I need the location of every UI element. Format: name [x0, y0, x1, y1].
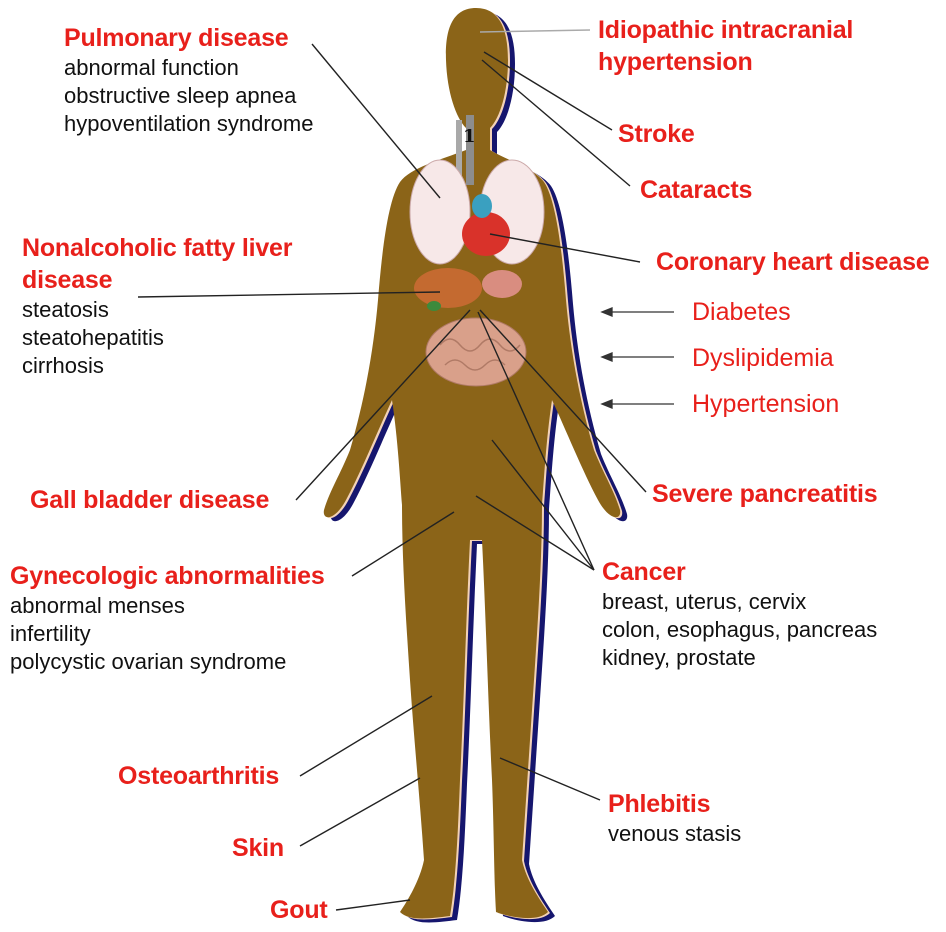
heart	[462, 212, 510, 256]
skin-title: Skin	[232, 832, 284, 864]
gout-title: Gout	[270, 894, 328, 926]
pulmonary-item-1: abnormal function	[64, 54, 313, 82]
intestines	[426, 318, 526, 386]
iih-title-line1: Idiopathic intracranial	[598, 14, 853, 46]
phlebitis-group: Phlebitis venous stasis	[608, 788, 741, 848]
pancreatitis-group: Severe pancreatitis	[652, 478, 878, 510]
gout-group: Gout	[270, 894, 328, 926]
osteoarthritis-group: Osteoarthritis	[118, 760, 279, 792]
pulmonary-item-2: obstructive sleep apnea	[64, 82, 313, 110]
iih-title-line2: hypertension	[598, 46, 853, 78]
iih-group: Idiopathic intracranial hypertension	[598, 14, 853, 78]
chd-title: Coronary heart disease	[656, 246, 930, 278]
cancer-item-3: kidney, prostate	[602, 644, 877, 672]
diabetes-label: Diabetes	[692, 298, 791, 326]
gynecologic-item-3: polycystic ovarian syndrome	[10, 648, 325, 676]
pancreatitis-title: Severe pancreatitis	[652, 478, 878, 510]
osteoarthritis-title: Osteoarthritis	[118, 760, 279, 792]
cancer-item-1: breast, uterus, cervix	[602, 588, 877, 616]
leader-skin	[300, 778, 420, 846]
gall-bladder	[427, 301, 441, 311]
risk-arrows	[602, 308, 674, 408]
nafld-item-3: cirrhosis	[22, 352, 292, 380]
arrowhead-diabetes	[602, 308, 612, 316]
liver	[414, 268, 482, 308]
trachea-number: 1	[463, 126, 476, 147]
risk-factor-dyslipidemia: Dyslipidemia	[692, 342, 834, 374]
cataracts-group: Cataracts	[640, 174, 752, 206]
nafld-title-line1: Nonalcoholic fatty liver	[22, 232, 292, 264]
pulmonary-group: Pulmonary disease abnormal function obst…	[64, 22, 313, 138]
phlebitis-item-1: venous stasis	[608, 820, 741, 848]
gynecologic-item-2: infertility	[10, 620, 325, 648]
arrowhead-hypertension	[602, 400, 612, 408]
cataracts-title: Cataracts	[640, 174, 752, 206]
gynecologic-group: Gynecologic abnormalities abnormal mense…	[10, 560, 325, 676]
phlebitis-title: Phlebitis	[608, 788, 741, 820]
stroke-title: Stroke	[618, 118, 695, 150]
stroke-group: Stroke	[618, 118, 695, 150]
pulmonary-title: Pulmonary disease	[64, 22, 313, 54]
leader-osteoarthritis	[300, 696, 432, 776]
chd-group: Coronary heart disease	[656, 246, 930, 278]
gynecologic-title: Gynecologic abnormalities	[10, 560, 325, 592]
cancer-group: Cancer breast, uterus, cervix colon, eso…	[602, 556, 877, 672]
nafld-item-2: steatohepatitis	[22, 324, 292, 352]
hypertension-label: Hypertension	[692, 390, 839, 418]
pulmonary-item-3: hypoventilation syndrome	[64, 110, 313, 138]
leader-pulmonary	[312, 44, 440, 198]
nafld-title-line2: disease	[22, 264, 292, 296]
nafld-group: Nonalcoholic fatty liver disease steatos…	[22, 232, 292, 380]
gall-bladder-title: Gall bladder disease	[30, 484, 269, 516]
risk-factor-hypertension: Hypertension	[692, 388, 839, 420]
cancer-item-2: colon, esophagus, pancreas	[602, 616, 877, 644]
arrowhead-dyslipidemia	[602, 353, 612, 361]
cancer-title: Cancer	[602, 556, 877, 588]
gall-bladder-group: Gall bladder disease	[30, 484, 269, 516]
skin-group: Skin	[232, 832, 284, 864]
stomach	[482, 270, 522, 298]
leader-gout	[336, 900, 410, 910]
dyslipidemia-label: Dyslipidemia	[692, 344, 834, 372]
risk-factor-diabetes: Diabetes	[692, 296, 791, 328]
gynecologic-item-1: abnormal menses	[10, 592, 325, 620]
left-lung	[410, 160, 470, 264]
aorta	[472, 194, 492, 218]
nafld-item-1: steatosis	[22, 296, 292, 324]
